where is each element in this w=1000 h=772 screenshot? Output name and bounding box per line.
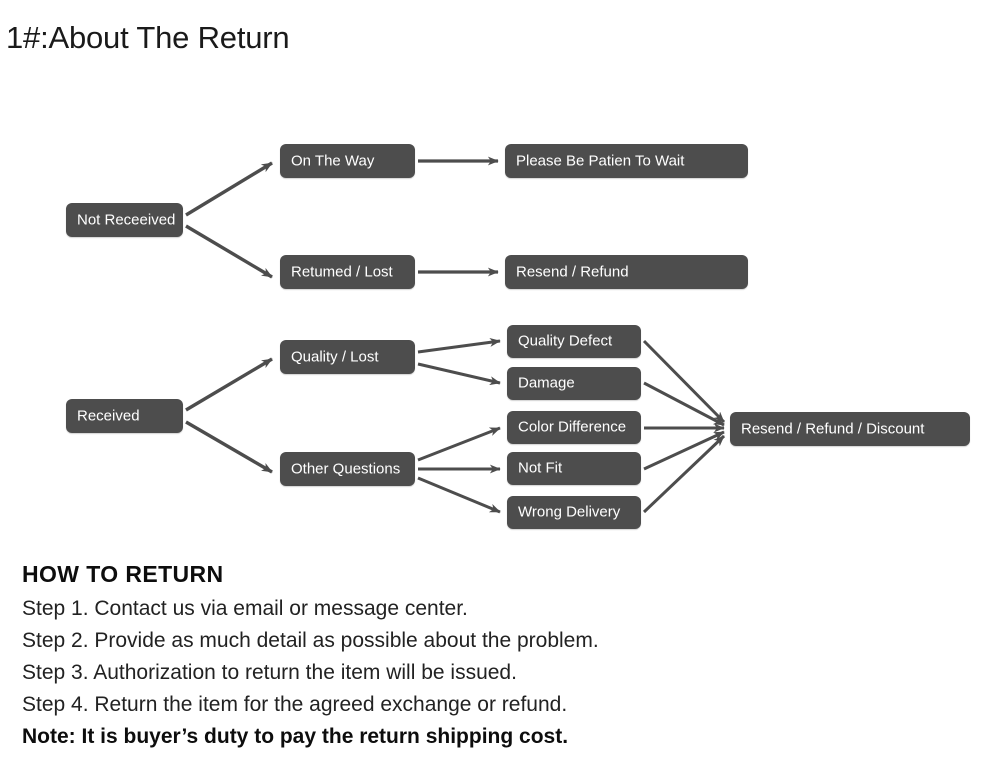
node-not-received[interactable]: Not Receeived — [66, 203, 183, 237]
node-please-be-patient[interactable]: Please Be Patien To Wait — [505, 144, 748, 178]
node-label: Color Difference — [518, 418, 627, 436]
how-to-return-step: Step 4. Return the item for the agreed e… — [22, 693, 568, 717]
how-to-return-step: Step 1. Contact us via email or message … — [22, 597, 468, 621]
node-on-the-way[interactable]: On The Way — [280, 144, 415, 178]
node-label: Received — [77, 407, 140, 424]
node-label: Resend / Refund / Discount — [741, 420, 925, 437]
how-to-return-step: Step 2. Provide as much detail as possib… — [22, 629, 599, 653]
node-received[interactable]: Received — [66, 399, 183, 433]
node-label: Not Fit — [518, 459, 563, 477]
node-label: Please Be Patien To Wait — [516, 152, 685, 169]
node-label: On The Way — [291, 152, 375, 169]
how-to-return-note: Note: It is buyer’s duty to pay the retu… — [22, 725, 569, 749]
node-not-fit[interactable]: Not Fit — [507, 452, 641, 485]
node-other-questions[interactable]: Other Questions — [280, 452, 415, 486]
how-to-return-heading: HOW TO RETURN — [22, 561, 224, 587]
node-label: Wrong Delivery — [518, 503, 621, 521]
how-to-return-section: HOW TO RETURN Step 1. Contact us via ema… — [22, 561, 722, 753]
node-label: Retumed / Lost — [291, 263, 393, 280]
node-resend-refund[interactable]: Resend / Refund — [505, 255, 748, 289]
page-title: 1#:About The Return — [6, 20, 290, 55]
node-label: Damage — [518, 374, 575, 392]
node-returned-lost[interactable]: Retumed / Lost — [280, 255, 415, 289]
node-label: Not Receeived — [77, 211, 176, 228]
node-color-difference[interactable]: Color Difference — [507, 411, 641, 444]
node-quality-defect[interactable]: Quality Defect — [507, 325, 641, 358]
node-quality-lost[interactable]: Quality / Lost — [280, 340, 415, 374]
how-to-return-step: Step 3. Authorization to return the item… — [22, 661, 517, 685]
node-label: Resend / Refund — [516, 263, 629, 280]
node-label: Quality Defect — [518, 332, 613, 350]
node-resend-refund-discount[interactable]: Resend / Refund / Discount — [730, 412, 970, 446]
node-damage[interactable]: Damage — [507, 367, 641, 400]
node-wrong-delivery[interactable]: Wrong Delivery — [507, 496, 641, 529]
node-label: Other Questions — [291, 460, 401, 477]
node-label: Quality / Lost — [291, 348, 379, 365]
